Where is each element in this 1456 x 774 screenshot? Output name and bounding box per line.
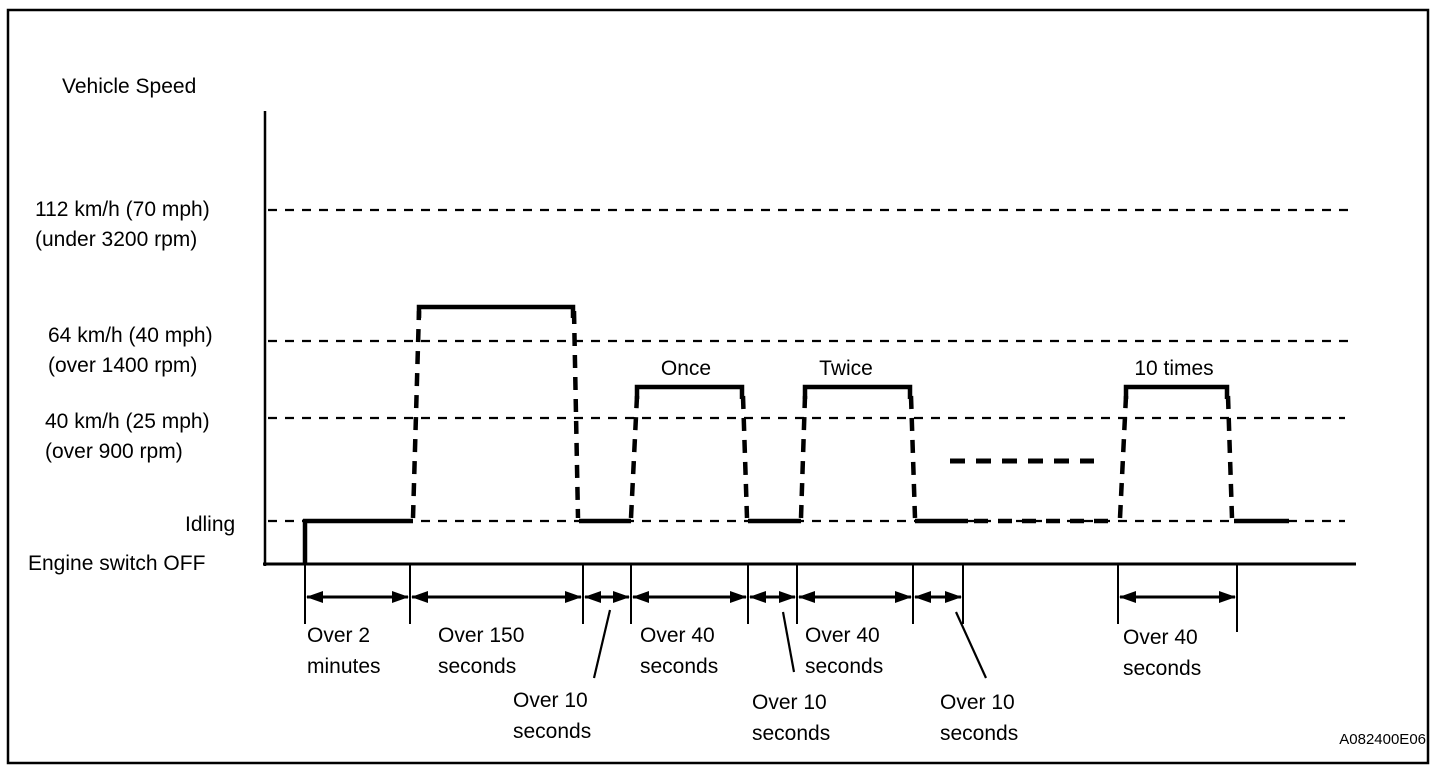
drive-pattern-transitions [410, 310, 1235, 519]
pulse-label-twice: Twice [819, 357, 873, 380]
interval-1-line1: Over 150 [438, 624, 525, 647]
axis-label-64kmh: 64 km/h (40 mph) (over 1400 rpm) [48, 321, 213, 381]
leader-over-10-seconds-1 [592, 609, 612, 679]
interval-2-line2: seconds [513, 720, 592, 743]
leader-over-10-seconds-3 [954, 611, 988, 679]
interval-6-line2: seconds [940, 722, 1019, 745]
interval-2-line1: Over 10 [513, 689, 588, 712]
axis-label-112kmh: 112 km/h (70 mph) (under 3200 rpm) [35, 195, 210, 255]
trace-fall-1 [571, 310, 581, 519]
interval-label-over-40-seconds-3: Over 40 seconds [1123, 622, 1201, 684]
leader-over-10-seconds-2 [781, 611, 796, 673]
pulse-label-once: Once [660, 357, 712, 380]
drive-pattern-trace [302, 304, 1289, 565]
trace-rise-1 [410, 310, 422, 519]
interval-1-line2: seconds [438, 655, 517, 678]
interval-4-line2: seconds [752, 722, 831, 745]
axis-label-40kmh-line2: (over 900 rpm) [45, 440, 183, 463]
axis-label-engine-switch-off: Engine switch OFF [28, 552, 206, 575]
trace-fall-4 [1225, 395, 1235, 519]
pulse-label-ten-times: 10 times [1134, 357, 1214, 380]
interval-0-line1: Over 2 [307, 624, 371, 647]
trace-fall-2 [740, 395, 750, 519]
interval-4-line1: Over 10 [752, 691, 827, 714]
trace-pulse-once [634, 384, 745, 399]
interval-label-over-40-seconds-1: Over 40 seconds [640, 620, 718, 682]
axis-label-40kmh: 40 km/h (25 mph) (over 900 rpm) [45, 407, 210, 467]
trace-pulse-ten-times [1123, 384, 1230, 399]
interval-6-line1: Over 10 [940, 691, 1015, 714]
axis-label-112kmh-line1: 112 km/h (70 mph) [35, 198, 210, 221]
trace-pulse-twice [802, 384, 913, 399]
interval-3-line1: Over 40 [640, 624, 715, 647]
interval-label-over-10-seconds-1: Over 10 seconds [513, 685, 591, 747]
axis-label-idling: Idling [185, 513, 236, 536]
figure-code: A082400E06 [1339, 731, 1426, 748]
interval-7-line2: seconds [1123, 657, 1202, 680]
interval-label-over-150-seconds: Over 150 seconds [438, 620, 524, 682]
interval-7-line1: Over 40 [1123, 626, 1198, 649]
interval-5-line2: seconds [805, 655, 884, 678]
trace-rise-3 [798, 395, 808, 519]
interval-ticks [304, 565, 1238, 632]
trace-rise-2 [628, 395, 640, 519]
chart-title: Vehicle Speed [62, 75, 197, 98]
interval-label-over-40-seconds-2: Over 40 seconds [805, 620, 883, 682]
leader-lines [592, 609, 988, 679]
interval-label-over-10-seconds-3: Over 10 seconds [940, 687, 1018, 749]
axis-label-64kmh-line1: 64 km/h (40 mph) [48, 324, 213, 347]
interval-label-over-10-seconds-2: Over 10 seconds [752, 687, 830, 749]
trace-rise-4 [1117, 395, 1129, 519]
axis-label-64kmh-line2: (over 1400 rpm) [48, 354, 198, 377]
figure-border [6, 8, 1430, 765]
axis-label-112kmh-line2: (under 3200 rpm) [35, 228, 198, 251]
interval-3-line2: seconds [640, 655, 719, 678]
speed-reference-lines [268, 208, 1353, 523]
axis-label-40kmh-line1: 40 km/h (25 mph) [45, 410, 210, 433]
interval-5-line1: Over 40 [805, 624, 880, 647]
interval-label-over-2-minutes: Over 2 minutes [307, 620, 381, 682]
trace-fall-3 [908, 395, 918, 519]
interval-0-line2: minutes [307, 655, 381, 678]
trace-plateau-150s [416, 304, 576, 318]
